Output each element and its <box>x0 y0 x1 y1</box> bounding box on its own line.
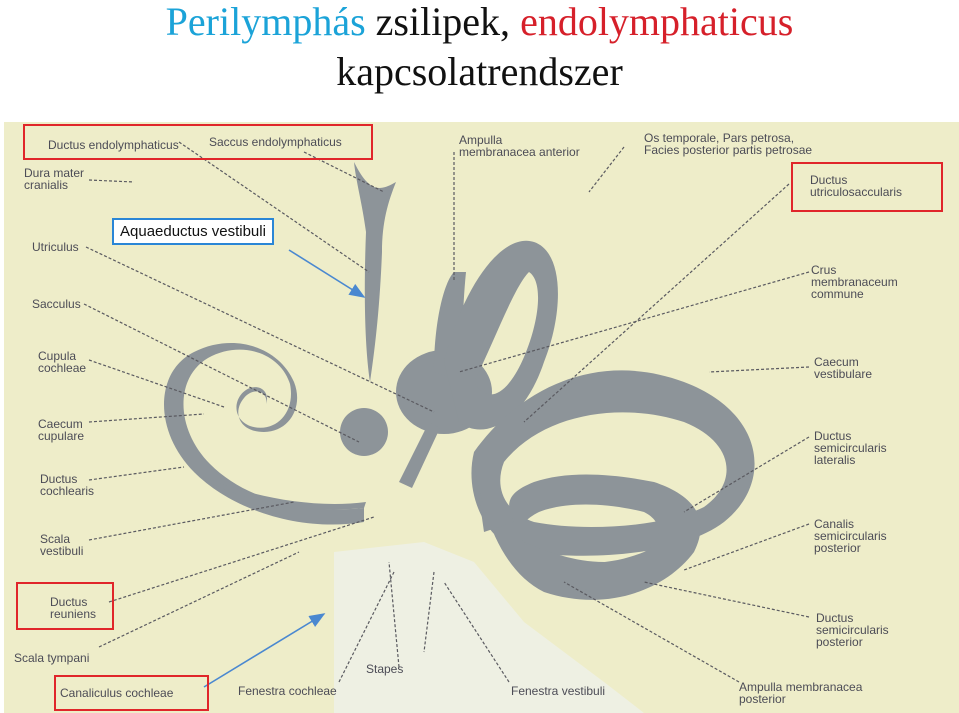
highlight-box-ductus-saccus <box>23 124 373 160</box>
label-ductus-cochlearis: Ductus cochlearis <box>40 472 95 498</box>
label-caecum-cupulare: Caecum cupulare <box>38 417 85 443</box>
label-crus-membranaceum: Crus membranaceum commune <box>811 263 898 301</box>
label-ampulla-membranacea-anterior: Ampulla membranacea anterior <box>459 133 580 159</box>
canalis-anterior-outer <box>444 240 558 430</box>
label-ductus-reuniens: Ductus reuniens <box>50 595 97 621</box>
highlight-box-ductus-reuniens <box>16 582 114 630</box>
label-canalis-semicircularis-posterior: Canalis semicircularis posterior <box>814 517 887 555</box>
ductus-utriculosaccularis-shape <box>399 422 440 488</box>
label-fenestra-vestibuli: Fenestra vestibuli <box>511 684 606 698</box>
leader-lines <box>83 141 810 683</box>
canalis-lateralis-outer <box>471 370 755 556</box>
label-stapes: Stapes <box>366 662 404 676</box>
label-ductus-utriculosaccularis: Ductus utriculosaccularis <box>810 173 903 199</box>
callout-aquaeductus-vestibuli: Aquaeductus vestibuli <box>112 218 274 245</box>
saccus-endolymphaticus-shape <box>354 162 396 382</box>
title-word-zsilipek: zsilipek, <box>365 0 521 44</box>
label-dura-mater: Dura mater cranialis <box>24 166 85 192</box>
label-ampulla-membranacea-posterior: Ampulla membranacea posterior <box>739 680 863 706</box>
page-title-line-1: Perilymphás zsilipek, endolymphaticus <box>0 0 959 44</box>
membranous-labyrinth <box>164 162 755 600</box>
title-word-endolymphaticus: endolymphaticus <box>520 0 794 44</box>
inner-ear-diagram: Ductus endolymphaticus Saccus endolympha… <box>4 122 959 713</box>
sacculus-shape <box>340 408 388 456</box>
label-os-temporale: Os temporale, Pars petrosa, Facies poste… <box>644 131 813 157</box>
cochlea-spiral-shape <box>164 343 364 525</box>
bone-lower-region <box>334 542 644 713</box>
ampulla-posterior-shape <box>524 542 624 595</box>
label-canaliculus-cochleae: Canaliculus cochleae <box>60 686 174 700</box>
label-caecum-vestibulare: Caecum vestibulare <box>814 355 873 381</box>
label-ductus-endolymphaticus: Ductus endolymphaticus <box>48 138 179 152</box>
label-saccus-endolymphaticus: Saccus endolymphaticus <box>209 135 342 149</box>
canalis-posterior-outer <box>474 462 701 600</box>
label-scala-tympani: Scala tympani <box>14 651 90 665</box>
label-ductus-semicircularis-lateralis: Ductus semicircularis lateralis <box>814 429 887 467</box>
highlight-box-canaliculus-cochleae <box>54 675 209 711</box>
page-title-line-2: kapcsolatrendszer <box>336 49 623 94</box>
title-word-perilymphas: Perilymphás <box>165 0 366 44</box>
label-cupula-cochleae: Cupula cochleae <box>38 349 87 375</box>
label-utriculus: Utriculus <box>32 240 79 254</box>
label-fenestra-cochleae: Fenestra cochleae <box>238 684 337 698</box>
label-sacculus: Sacculus <box>32 297 81 311</box>
label-ductus-semicircularis-posterior: Ductus semicircularis posterior <box>816 611 889 649</box>
scala-vestibuli-band <box>194 472 366 510</box>
label-scala-vestibuli: Scala vestibuli <box>40 532 84 558</box>
highlight-arrows <box>203 249 366 688</box>
highlight-box-ductus-utriculosaccularis <box>791 162 943 212</box>
